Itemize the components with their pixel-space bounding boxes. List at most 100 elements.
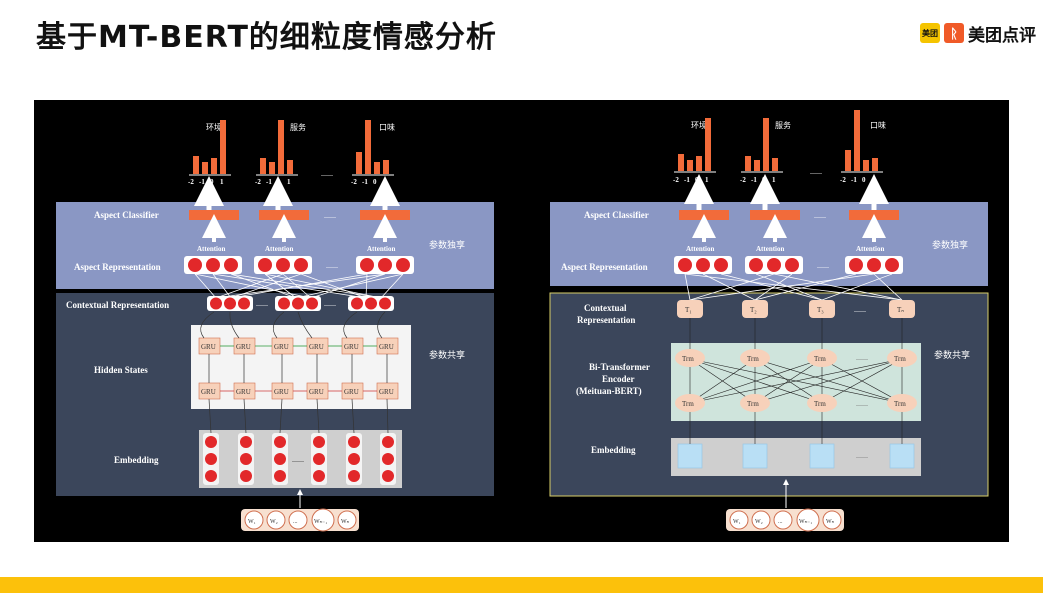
right-histogram-3: 口味 -2 -1 0 1 <box>840 110 889 210</box>
bar <box>211 158 217 174</box>
svg-text:GRU: GRU <box>236 343 251 351</box>
svg-text:T₂: T₂ <box>750 306 757 314</box>
logo-name: 美团点评 <box>968 25 1036 46</box>
aspect-rep-group <box>356 256 414 274</box>
tick: -1 <box>266 178 272 186</box>
svg-text:GRU: GRU <box>274 343 289 351</box>
left-input-tokens: W₁ W₂ ... Wₙ₋₁ Wₙ <box>244 508 357 532</box>
svg-text:-2: -2 <box>673 176 679 184</box>
tick: -1 <box>362 178 368 186</box>
right-histogram-1: 环境 -2 -1 0 1 <box>673 118 716 210</box>
svg-text:W₂: W₂ <box>755 519 763 525</box>
bar <box>365 120 371 174</box>
svg-text:-1: -1 <box>751 176 757 184</box>
bar <box>287 160 293 174</box>
tick: -2 <box>351 178 357 186</box>
svg-text:W₁: W₁ <box>733 519 741 525</box>
svg-text:Wₙ₋₁: Wₙ₋₁ <box>314 519 327 525</box>
svg-text:Attention: Attention <box>686 245 714 253</box>
svg-text:-2: -2 <box>840 176 846 184</box>
aspect-rep-group <box>184 256 242 274</box>
hidden-states-box <box>191 325 411 409</box>
svg-text:......: ...... <box>817 261 829 270</box>
svg-text:......: ...... <box>856 451 868 460</box>
svg-text:Wₙ: Wₙ <box>826 519 835 525</box>
svg-text:0: 0 <box>862 176 866 184</box>
svg-text:W₁: W₁ <box>248 519 256 525</box>
brand-logo: 美团 ᚱ 美团点评 <box>920 20 1036 46</box>
svg-text:......: ...... <box>810 167 822 176</box>
svg-text:GRU: GRU <box>344 343 359 351</box>
trm-row-bottom: Trm Trm Trm ...... Trm <box>675 394 917 412</box>
gru-vertical-links <box>200 311 388 383</box>
svg-text:Trm: Trm <box>814 400 826 408</box>
page-title: 基于MT-BERT的细粒度情感分析 <box>36 20 497 55</box>
svg-text:-1: -1 <box>684 176 690 184</box>
bar <box>356 152 362 174</box>
svg-text:GRU: GRU <box>236 388 251 396</box>
svg-text:......: ...... <box>854 305 866 314</box>
right-diagram: 环境 -2 -1 0 1 服务 -2 -1 0 1 ...... 口味 <box>549 110 989 532</box>
tick: -2 <box>188 178 194 186</box>
embedding-columns: ...... <box>203 433 396 485</box>
left-histogram-3: 口味 -2 -1 0 1 <box>351 120 400 210</box>
left-hidden-states-label: Hidden States <box>94 365 148 375</box>
context-rep-group <box>275 296 321 311</box>
left-histogram-2: 服务 -2 -1 0 1 ...... <box>255 120 333 210</box>
context-rep-group <box>207 296 253 311</box>
tick: 1 <box>383 178 387 186</box>
svg-text:Attention: Attention <box>756 245 784 253</box>
svg-text:Trm: Trm <box>747 355 759 363</box>
right-aspect-classifier-label: Aspect Classifier <box>584 210 649 220</box>
right-histogram-2: 服务 -2 -1 0 1 ...... <box>740 118 822 210</box>
svg-text:0: 0 <box>762 176 766 184</box>
ellipsis: ...... <box>324 299 336 308</box>
logo-badge: 美团 <box>920 23 940 43</box>
svg-text:GRU: GRU <box>201 343 216 351</box>
ellipsis: ...... <box>321 169 333 178</box>
right-encoder-label-2: Encoder <box>602 374 635 384</box>
bar <box>278 120 284 174</box>
bar <box>220 120 226 174</box>
left-histogram-1: 环境 -2 -1 0 1 <box>188 120 231 210</box>
svg-text:T₁: T₁ <box>685 306 692 314</box>
right-encoder-label-1: Bi-Transformer <box>589 362 650 372</box>
aspect-label: 口味 <box>379 122 395 132</box>
classifier-box <box>189 210 239 220</box>
left-embedding-box <box>199 430 402 488</box>
svg-text:GRU: GRU <box>309 343 324 351</box>
svg-text:GRU: GRU <box>274 388 289 396</box>
left-exclusive-params-label: 参数独享 <box>429 239 465 251</box>
right-shared-params-label: 参数共享 <box>934 349 970 361</box>
aspect-label: 服务 <box>290 122 306 132</box>
ellipsis: ...... <box>324 211 336 220</box>
svg-text:口味: 口味 <box>870 120 886 130</box>
svg-text:Attention: Attention <box>856 245 884 253</box>
svg-text:Trm: Trm <box>682 355 694 363</box>
right-embedding-label: Embedding <box>591 445 636 455</box>
svg-text:Wₙ₋₁: Wₙ₋₁ <box>799 519 812 525</box>
ellipsis: ...... <box>292 455 304 464</box>
svg-text:Trm: Trm <box>747 400 759 408</box>
svg-text:GRU: GRU <box>201 388 216 396</box>
gru-row-top: GRU GRU GRU GRU GRU GRU <box>198 337 399 355</box>
architecture-diagram: 环境 -2 -1 0 1 服务 -2 -1 0 1 ...... <box>34 100 1009 542</box>
svg-text:......: ...... <box>856 353 868 362</box>
context-rep-group <box>348 296 394 311</box>
ellipsis: ...... <box>326 261 338 270</box>
tick: -2 <box>255 178 261 186</box>
svg-text:Trm: Trm <box>814 355 826 363</box>
left-aspect-classifier-label: Aspect Classifier <box>94 210 159 220</box>
attention-label: Attention <box>367 245 395 253</box>
tick: 1 <box>287 178 291 186</box>
svg-text:W₂: W₂ <box>270 519 278 525</box>
svg-text:...: ... <box>778 519 783 525</box>
tick: 0 <box>277 178 281 186</box>
svg-text:Tₙ: Tₙ <box>897 306 904 314</box>
left-diagram: 环境 -2 -1 0 1 服务 -2 -1 0 1 ...... <box>56 120 494 532</box>
svg-text:T₃: T₃ <box>817 306 824 314</box>
svg-text:...: ... <box>293 519 298 525</box>
bar <box>374 162 380 174</box>
right-exclusive-params-label: 参数独享 <box>932 239 968 251</box>
right-token-row: T₁ T₂ T₃ ...... Tₙ <box>677 300 915 318</box>
